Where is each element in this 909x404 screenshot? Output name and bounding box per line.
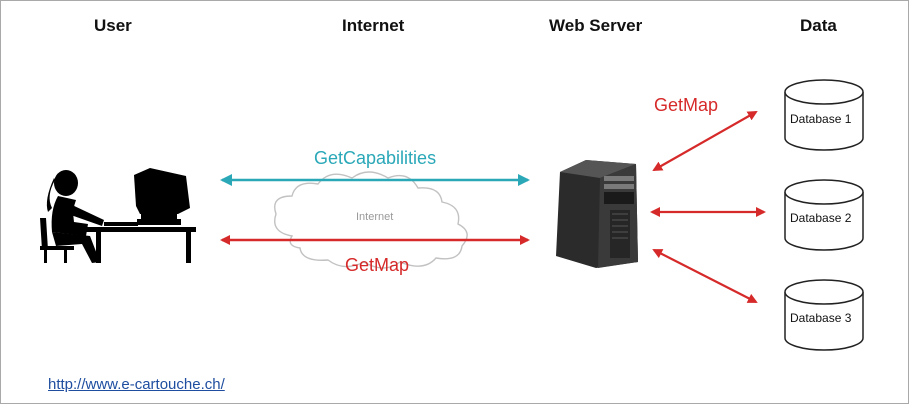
get-capabilities-label: GetCapabilities [314, 148, 437, 168]
heading-data: Data [800, 16, 837, 35]
source-link[interactable]: http://www.e-cartouche.ch/ [48, 376, 225, 393]
database-1-icon [784, 79, 864, 151]
database-3-label: Database 3 [790, 311, 852, 325]
user-at-computer-icon [40, 168, 196, 263]
db1-arrow [652, 111, 758, 171]
heading-internet: Internet [342, 16, 405, 35]
database-3-icon [784, 279, 864, 351]
get-map-label-user: GetMap [345, 255, 410, 275]
web-server-icon [556, 160, 638, 268]
cloud-label: Internet [356, 211, 394, 223]
heading-web-server: Web Server [549, 16, 643, 35]
database-2-icon [784, 179, 864, 251]
get-map-label-server: GetMap [654, 95, 719, 115]
heading-user: User [94, 16, 132, 35]
database-1-label: Database 1 [790, 112, 852, 126]
db3-arrow [652, 249, 758, 303]
database-2-label: Database 2 [790, 211, 852, 225]
